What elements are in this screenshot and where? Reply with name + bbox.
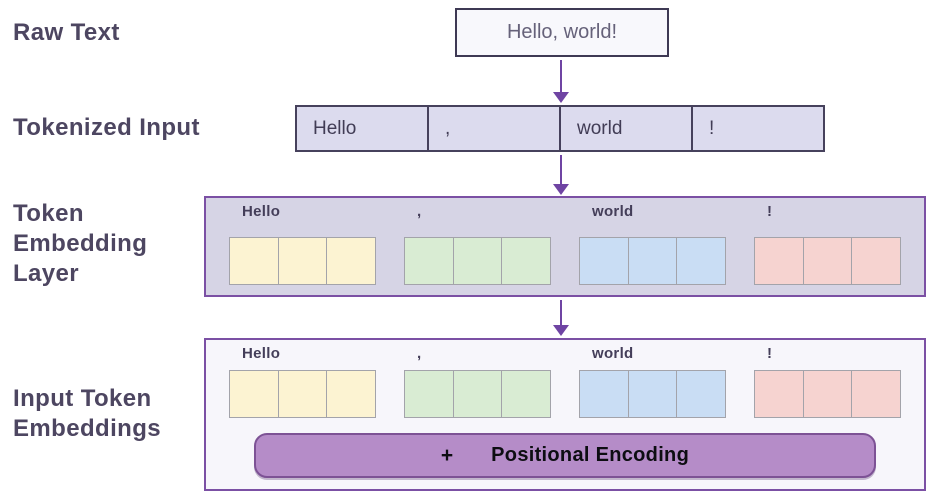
embedding-cell xyxy=(501,370,552,418)
embedding-vector xyxy=(229,237,377,285)
embedding-cell xyxy=(277,237,328,285)
embedding-cell xyxy=(277,370,328,418)
embedding-cell xyxy=(851,370,902,418)
tokenized-input-heading: Tokenized Input xyxy=(13,114,200,141)
arrow-shaft xyxy=(560,155,562,184)
tokenized-input-table: Hello , world ! xyxy=(295,105,825,152)
token-embedding-layer-heading: Token Embedding Layer xyxy=(13,200,148,287)
raw-text-value: Hello, world! xyxy=(506,21,618,43)
token-cell: Hello xyxy=(297,107,429,150)
arrow-shaft xyxy=(560,60,562,92)
token-embedding-layer-box: Hello , world ! xyxy=(204,196,926,297)
embedding-cell xyxy=(229,370,279,418)
embedding-cell xyxy=(501,237,552,285)
embedding-group-label: , xyxy=(417,345,422,362)
embedding-cell xyxy=(404,237,454,285)
embedding-group-label: , xyxy=(417,203,422,220)
embedding-cell xyxy=(452,237,503,285)
embedding-cell xyxy=(579,237,629,285)
embedding-cell xyxy=(627,370,678,418)
input-token-embeddings-box: Hello , world ! xyxy=(204,338,926,491)
embedding-cell xyxy=(579,370,629,418)
embedding-group-label: ! xyxy=(767,203,773,220)
raw-text-box: Hello, world! xyxy=(455,8,669,57)
arrow-down-icon xyxy=(553,60,569,103)
embedding-cell xyxy=(326,237,377,285)
embedding-cell xyxy=(802,237,853,285)
embedding-vector xyxy=(404,370,552,418)
plus-icon: + xyxy=(440,443,454,467)
embedding-group-label: world xyxy=(592,345,634,362)
arrow-down-icon xyxy=(553,155,569,195)
embedding-cell xyxy=(676,370,727,418)
positional-encoding-label: Positional Encoding xyxy=(491,444,690,466)
token-cell: , xyxy=(429,107,561,150)
embedding-cell xyxy=(452,370,503,418)
embedding-vector xyxy=(579,237,727,285)
embedding-cell xyxy=(754,370,804,418)
embedding-vector xyxy=(579,370,727,418)
embedding-cell xyxy=(229,237,279,285)
embedding-cell xyxy=(326,370,377,418)
embedding-vector xyxy=(754,370,902,418)
arrow-head xyxy=(553,184,569,195)
token-cell: ! xyxy=(709,117,715,139)
input-token-embeddings-heading: Input Token Embeddings xyxy=(13,385,162,442)
embedding-group-label: Hello xyxy=(242,345,281,362)
arrow-shaft xyxy=(560,300,562,325)
arrow-head xyxy=(553,325,569,336)
token-cell: world xyxy=(561,107,693,150)
embedding-cell xyxy=(851,237,902,285)
positional-encoding-bar: + Positional Encoding xyxy=(254,433,876,478)
raw-text-heading: Raw Text xyxy=(13,19,120,46)
embedding-cell xyxy=(754,237,804,285)
embedding-vector xyxy=(404,237,552,285)
embedding-vector xyxy=(754,237,902,285)
embedding-cell xyxy=(676,237,727,285)
embedding-cell xyxy=(802,370,853,418)
embedding-group-label: world xyxy=(592,203,634,220)
embedding-vector xyxy=(229,370,377,418)
arrow-down-icon xyxy=(553,300,569,336)
embedding-group-label: ! xyxy=(767,345,773,362)
arrow-head xyxy=(553,92,569,103)
embedding-cell xyxy=(627,237,678,285)
embedding-cell xyxy=(404,370,454,418)
embedding-group-label: Hello xyxy=(242,203,281,220)
